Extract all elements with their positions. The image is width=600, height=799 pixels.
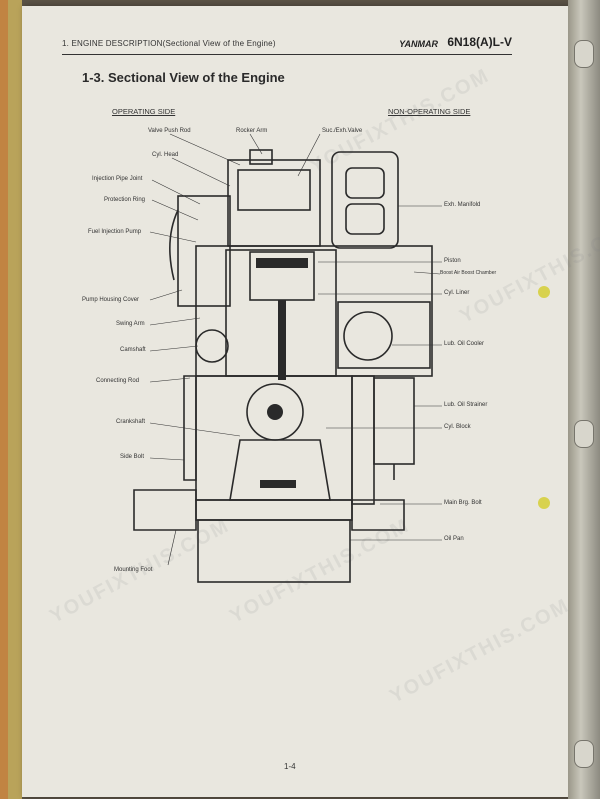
label-suc-exh-valve: Suc./Exh.Valve bbox=[322, 128, 363, 134]
label-cyl-liner: Cyl. Liner bbox=[444, 290, 470, 296]
label-oil-pan: Oil Pan bbox=[444, 536, 464, 542]
label-lub-oil-strainer: Lub. Oil Strainer bbox=[444, 402, 488, 408]
label-injection-pipe-joint: Injection Pipe Joint bbox=[92, 176, 143, 182]
brand-name: YANMAR bbox=[399, 39, 438, 49]
label-exh-manifold: Exh. Manifold bbox=[444, 202, 481, 208]
label-mounting-foot: Mounting Foot bbox=[114, 567, 153, 573]
label-camshaft: Camshaft bbox=[120, 347, 146, 353]
label-swing-arm: Swing Arm bbox=[116, 321, 145, 327]
non-operating-side-label: NON-OPERATING SIDE bbox=[388, 107, 471, 116]
label-fuel-injection-pump: Fuel Injection Pump bbox=[88, 229, 142, 235]
label-protection-ring: Protection Ring bbox=[104, 197, 146, 203]
binder-ring bbox=[574, 420, 594, 448]
label-crankshaft: Crankshaft bbox=[116, 419, 146, 425]
label-valve-push-rod: Valve Push Rod bbox=[148, 128, 191, 134]
section-title: 1. ENGINE DESCRIPTION(Sectional View of … bbox=[62, 39, 276, 48]
binder-spine bbox=[568, 0, 600, 799]
page-number: 1-4 bbox=[284, 762, 296, 771]
label-main-brg-bolt: Main Brg. Bolt bbox=[444, 500, 482, 506]
label-cyl-block: Cyl. Block bbox=[444, 424, 471, 430]
binder-ring bbox=[574, 40, 594, 68]
label-connecting-rod: Connecting Rod bbox=[96, 378, 140, 384]
label-rocker-arm: Rocker Arm bbox=[236, 128, 268, 134]
punch-hole bbox=[538, 286, 550, 298]
page-title: 1-3. Sectional View of the Engine bbox=[82, 70, 285, 85]
page-header: 1. ENGINE DESCRIPTION(Sectional View of … bbox=[62, 35, 512, 55]
punch-hole bbox=[538, 497, 550, 509]
label-cyl-head: Cyl. Head bbox=[152, 152, 179, 158]
label-lub-oil-cooler: Lub. Oil Cooler bbox=[444, 341, 485, 347]
model-name: 6N18(A)L-V bbox=[447, 35, 512, 49]
label-boost-air-chamber: Boost Air Boost Chamber bbox=[440, 270, 497, 276]
binder-ring bbox=[574, 740, 594, 768]
label-side-bolt: Side Bolt bbox=[120, 454, 145, 460]
manual-page bbox=[22, 6, 572, 797]
operating-side-label: OPERATING SIDE bbox=[112, 107, 176, 116]
label-piston: Piston bbox=[444, 258, 461, 264]
label-pump-housing-cover: Pump Housing Cover bbox=[82, 297, 140, 303]
orange-edge bbox=[0, 0, 8, 799]
